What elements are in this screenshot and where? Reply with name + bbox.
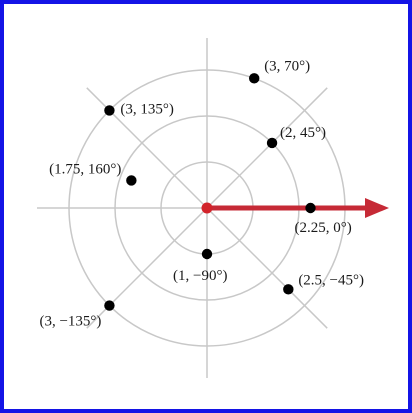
point-label: (3, 135°) [120,101,174,117]
point-marker [305,202,316,214]
point-label: (2.5, −45°) [298,272,364,288]
grid-spoke-315 [206,207,328,329]
point-label: (3, 70°) [264,58,310,74]
point-marker [283,284,294,295]
point-marker [104,300,115,311]
origin-point [201,202,213,214]
point-marker [104,105,115,116]
point-label: (3, −135°) [39,314,101,330]
point-marker [126,175,137,186]
point-marker [248,73,260,84]
point-label: (2, 45°) [280,125,326,141]
point-label: (1.75, 160°) [49,161,121,177]
polar-axis-arrow-head [365,198,389,218]
point-label: (1, −90°) [173,268,227,284]
point-marker [266,137,278,149]
point-label: (2.25, 0°) [295,220,352,236]
grid-spoke-45 [206,87,328,209]
point-marker [201,248,213,260]
